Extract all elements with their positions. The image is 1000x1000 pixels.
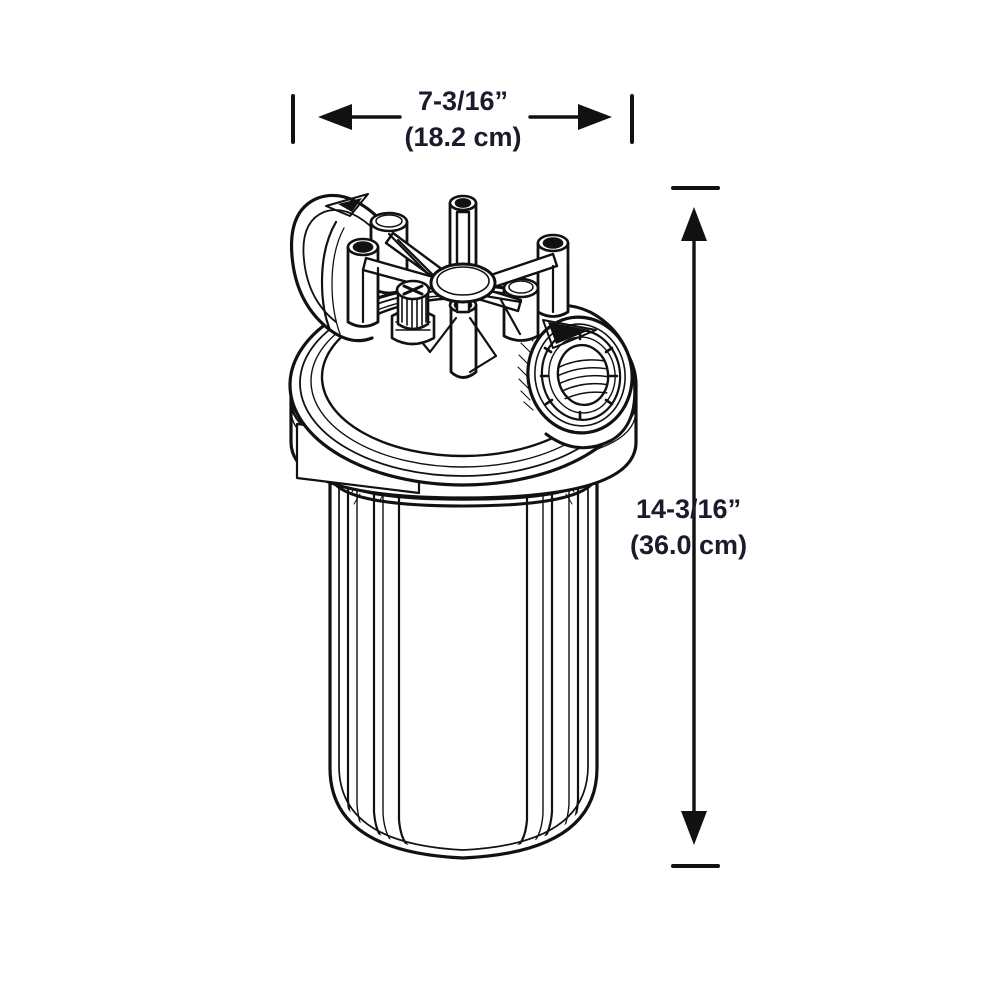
- prv-barrel: [396, 288, 430, 331]
- height-dimension-group: [671, 186, 720, 868]
- mounting-bracket: [346, 194, 570, 379]
- inlet-flow-arrow-outline: [325, 193, 369, 217]
- sump-shoulder: [328, 470, 599, 508]
- width-imperial-label: 7-3/16”: [418, 86, 508, 116]
- sump-outline: [328, 470, 599, 860]
- outlet-thread-lines: [557, 359, 609, 400]
- bracket-hub: [429, 262, 497, 304]
- inlet-collar-edge: [320, 220, 338, 332]
- sump-body: [328, 470, 599, 860]
- outlet-port: [517, 303, 637, 450]
- height-arrow-bottom: [681, 811, 707, 845]
- prv-cross-slot: [402, 284, 424, 296]
- outlet-flow-arrow: [548, 322, 590, 344]
- width-metric-label: (18.2 cm): [404, 122, 521, 152]
- width-dimension-group: [291, 94, 634, 144]
- height-metric-label: (36.0 cm): [630, 530, 747, 560]
- height-arrow-top: [681, 207, 707, 241]
- width-arrow-left: [318, 104, 352, 130]
- bracket-post-lower-right: [502, 277, 540, 342]
- inlet-collar-edge-2: [331, 227, 345, 335]
- pressure-relief-button: [390, 279, 436, 346]
- outlet-flow-arrow-outline: [542, 319, 597, 349]
- width-arrow-right: [578, 104, 612, 130]
- outlet-collar-ring-1: [534, 323, 626, 427]
- height-imperial-label: 14-3/16”: [636, 494, 741, 524]
- inlet-flow-arrow: [338, 198, 362, 212]
- inlet-boss-inner: [302, 209, 387, 323]
